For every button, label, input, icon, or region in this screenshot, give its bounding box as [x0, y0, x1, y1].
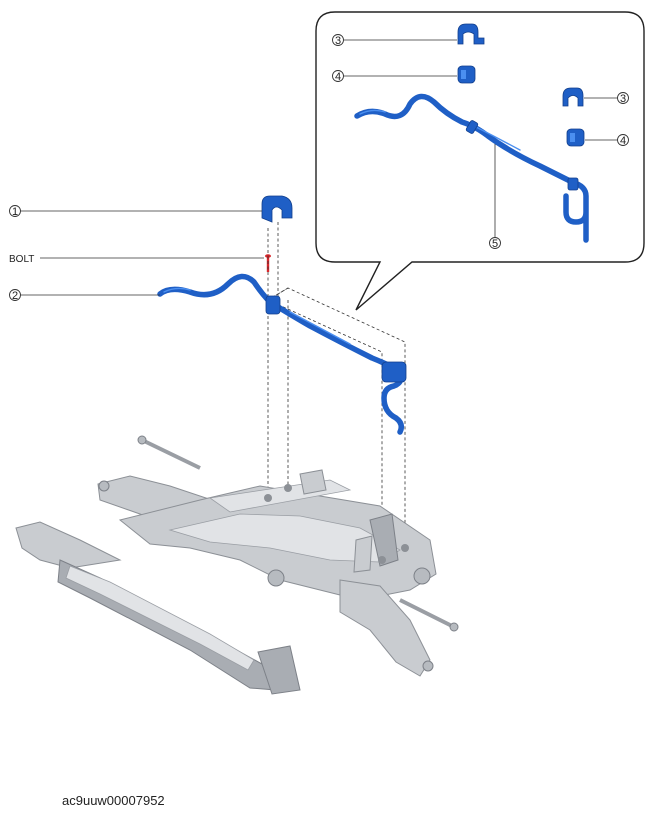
- detail-callout-box: [315, 11, 645, 311]
- part-bushing-clamp: [261, 195, 293, 223]
- detail-bushing-upper: [457, 65, 476, 84]
- callout-5: 5: [489, 237, 501, 250]
- callout-1-label: 1: [12, 206, 18, 218]
- callout-2: 2: [9, 289, 21, 302]
- callout-4-right-label: 4: [620, 135, 626, 147]
- callout-4-right: 4: [617, 134, 629, 147]
- front-subframe: [15, 435, 459, 695]
- callout-4-upper-label: 4: [335, 71, 341, 83]
- callout-3-upper-label: 3: [335, 35, 341, 47]
- detail-clamp-upper: [457, 23, 485, 45]
- callout-5-label: 5: [492, 238, 498, 250]
- callout-2-label: 2: [12, 290, 18, 302]
- callout-3-right: 3: [617, 92, 629, 105]
- bolt-label: BOLT: [9, 254, 34, 265]
- callout-4-upper: 4: [332, 70, 344, 83]
- callout-3-upper: 3: [332, 34, 344, 47]
- callout-3-right-label: 3: [620, 93, 626, 105]
- part-stabilizer-bar: [157, 273, 407, 435]
- detail-stabilizer-bar: [354, 93, 589, 243]
- detail-bushing-right: [566, 128, 585, 147]
- callout-1: 1: [9, 205, 21, 218]
- detail-clamp-right: [562, 87, 584, 107]
- document-code: ac9uuw00007952: [62, 793, 165, 808]
